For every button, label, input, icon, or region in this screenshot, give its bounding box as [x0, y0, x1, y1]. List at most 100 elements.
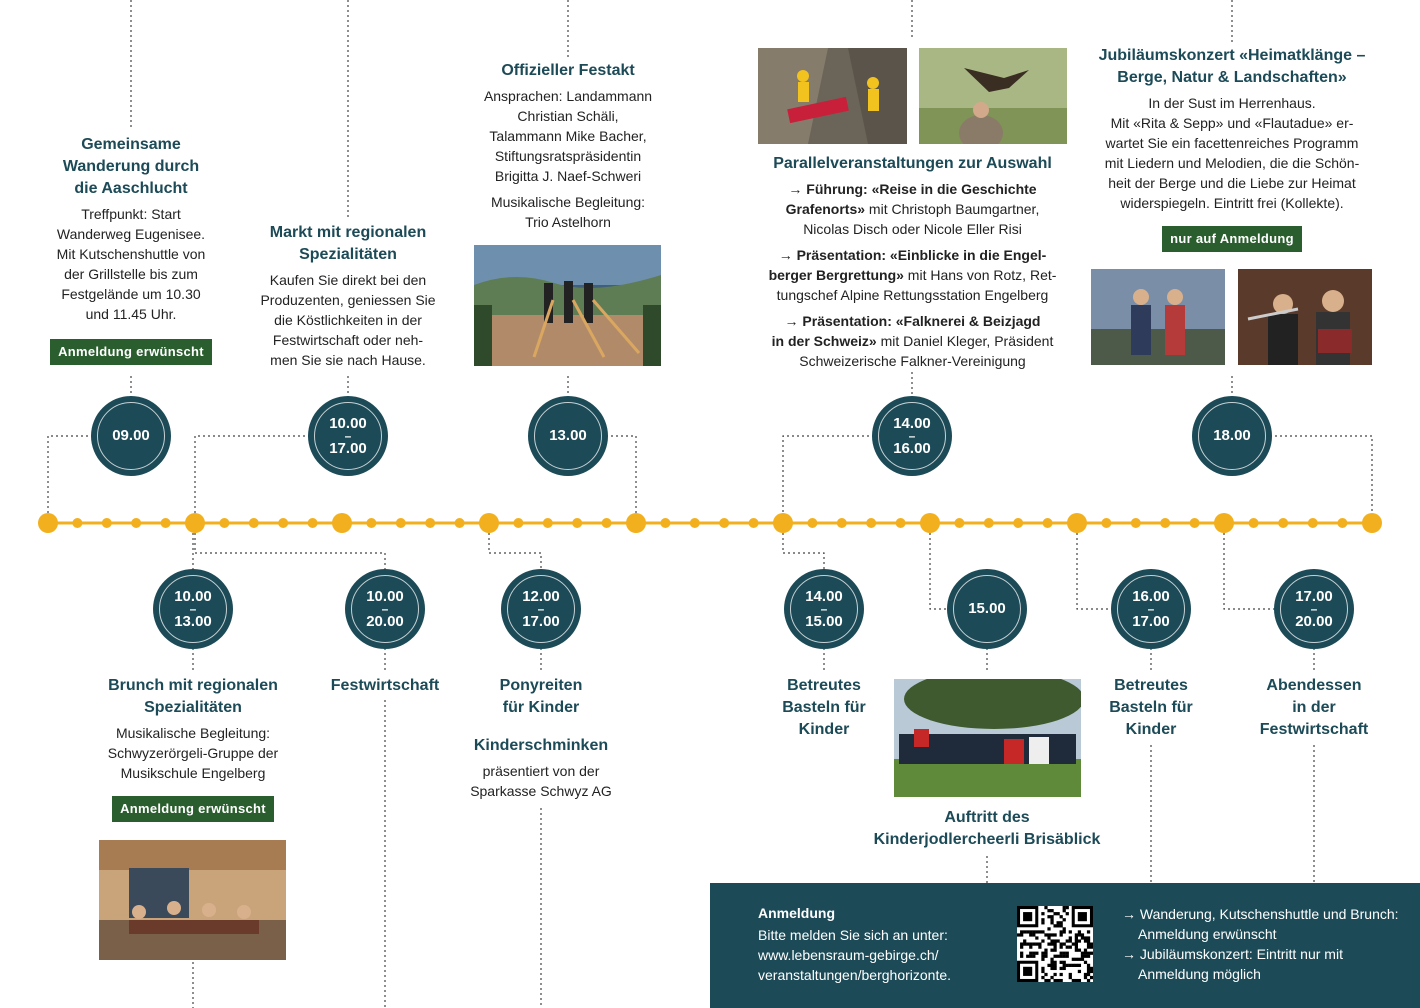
time-circle-0900: 09.00	[93, 398, 169, 474]
event-title: Parallelveranstaltungen zur Auswahl	[773, 155, 1052, 172]
timeline-minor-dot	[572, 518, 583, 528]
timeline-minor-dot	[1189, 518, 1200, 528]
event-description: Kaufen Sie direkt bei den Produzenten, g…	[260, 272, 436, 368]
registration-notes: → Wanderung, Kutschenshuttle und Brunch:…	[1122, 904, 1412, 984]
time-circle-1700-2000: 17.00 – 20.00	[1276, 571, 1352, 647]
event-description: Treffpunkt: Start Wanderweg Eugenisee. M…	[56, 206, 206, 322]
event-wanderung: Gemeinsame Wanderung durch die Aaschluch…	[31, 134, 231, 324]
activity-falknerei: → Präsentation: «Falknerei & Beizjagd in…	[771, 313, 1054, 369]
timeline-minor-dot	[248, 518, 259, 528]
timeline-major-dot	[185, 513, 205, 533]
schwyzeroergeli-photo	[99, 840, 286, 960]
qr-code-icon[interactable]	[1017, 906, 1094, 983]
time-circle-1500: 15.00	[949, 571, 1025, 647]
note-konzert: → Jubiläumskonzert: Eintritt nur mit Anm…	[1122, 946, 1343, 982]
timeline-minor-dot	[160, 518, 171, 528]
event-description: Ansprachen: Landammann Christian Schäli,…	[483, 88, 653, 184]
time-circle-1400-1500: 14.00 – 15.00	[786, 571, 862, 647]
rescue-photo	[758, 48, 907, 144]
event-title: Brunch mit regionalen Spezialitäten	[108, 677, 278, 716]
registration-badge: nur auf Anmeldung	[1162, 226, 1302, 252]
event-title: Ponyreiten für Kinder	[499, 677, 583, 716]
event-ponyreiten: Ponyreiten für Kinder Kinderschminken pr…	[441, 675, 641, 801]
timeline-minor-dot	[101, 518, 112, 528]
event-festakt: Offizieller Festakt Ansprachen: Landamma…	[458, 60, 678, 232]
timeline-major-dot	[479, 513, 499, 533]
time-circle-1300: 13.00	[530, 398, 606, 474]
timeline-minor-dot	[1013, 518, 1024, 528]
event-parallel: Parallelveranstaltungen zur Auswahl → Fü…	[740, 153, 1085, 377]
time-circle-1000-1700: 10.00 – 17.00	[310, 398, 386, 474]
timeline-minor-dot	[836, 518, 847, 528]
timeline-major-dot	[38, 513, 58, 533]
event-brunch: Brunch mit regionalen Spezialitäten Musi…	[83, 675, 303, 783]
timeline-minor-dot	[1042, 518, 1053, 528]
timeline-minor-dot	[425, 518, 436, 528]
time-circle-1800: 18.00	[1194, 398, 1270, 474]
time-circle-1200-1700: 12.00 – 17.00	[503, 571, 579, 647]
event-description: präsentiert von der Sparkasse Schwyz AG	[470, 763, 612, 799]
time-circle-1000-2000: 10.00 – 20.00	[347, 571, 423, 647]
timeline-minor-dot	[660, 518, 671, 528]
timeline-minor-dot	[601, 518, 612, 528]
rita-sepp-photo	[1091, 269, 1225, 365]
note-wanderung: → Wanderung, Kutschenshuttle und Brunch:…	[1122, 906, 1399, 942]
timeline-minor-dot	[807, 518, 818, 528]
event-description: In der Sust im Herrenhaus. Mit «Rita & S…	[1104, 95, 1360, 211]
timeline-minor-dot	[719, 518, 730, 528]
timeline-minor-dot	[1278, 518, 1289, 528]
timeline-minor-dot	[366, 518, 377, 528]
event-basteln-1: Betreutes Basteln für Kinder	[764, 675, 884, 741]
timeline-minor-dot	[454, 518, 465, 528]
event-title: Gemeinsame Wanderung durch die Aaschluch…	[62, 136, 200, 197]
flautadue-photo	[1238, 269, 1372, 365]
timeline-minor-dot	[983, 518, 994, 528]
event-title: Betreutes Basteln für Kinder	[1109, 677, 1193, 738]
timeline-minor-dot	[131, 518, 142, 528]
event-title: Offizieller Festakt	[501, 62, 635, 79]
registration-text: Bitte melden Sie sich an unter: www.lebe…	[758, 925, 1018, 985]
timeline-minor-dot	[72, 518, 83, 528]
registration-link-path[interactable]: veranstaltungen/berghorizonte.	[758, 967, 952, 983]
event-title: Auftritt des Kinderjodlercheerli Brisäbl…	[873, 809, 1101, 848]
timeline-minor-dot	[1337, 518, 1348, 528]
timeline-minor-dot	[1248, 518, 1259, 528]
time-circle-1400-1600: 14.00 – 16.00	[874, 398, 950, 474]
event-description: Musikalische Begleitung: Schwyzerörgeli-…	[107, 725, 279, 781]
registration-link[interactable]: www.lebensraum-gebirge.ch/	[758, 947, 939, 963]
timeline-major-dot	[1067, 513, 1087, 533]
timeline-minor-dot	[542, 518, 553, 528]
event-music: Musikalische Begleitung: Trio Astelhorn	[490, 194, 646, 230]
timeline-minor-dot	[278, 518, 289, 528]
event-basteln-2: Betreutes Basteln für Kinder	[1091, 675, 1211, 741]
time-circle-1000-1300: 10.00 – 13.00	[155, 571, 231, 647]
timeline-minor-dot	[1307, 518, 1318, 528]
timeline-minor-dot	[895, 518, 906, 528]
timeline-minor-dot	[689, 518, 700, 528]
registration-heading: Anmeldung	[758, 905, 835, 921]
event-abendessen: Abendessen in der Festwirtschaft	[1244, 675, 1384, 741]
timeline-major-dot	[920, 513, 940, 533]
timeline-minor-dot	[1101, 518, 1112, 528]
timeline-minor-dot	[1160, 518, 1171, 528]
jodler-choir-photo	[894, 679, 1081, 797]
event-title: Festwirtschaft	[330, 677, 440, 694]
timeline-minor-dot	[866, 518, 877, 528]
activity-bergrettung: → Präsentation: «Einblicke in die Engel-…	[768, 247, 1057, 303]
timeline-minor-dot	[219, 518, 230, 528]
event-konzert: Jubiläumskonzert «Heimatklänge – Berge, …	[1082, 45, 1382, 213]
timeline-major-dot	[626, 513, 646, 533]
falconer-photo	[919, 48, 1067, 144]
event-festwirtschaft: Festwirtschaft	[305, 675, 465, 697]
registration-info-box: Anmeldung Bitte melden Sie sich an unter…	[710, 883, 1420, 1008]
timeline-minor-dot	[954, 518, 965, 528]
timeline-minor-dot	[513, 518, 524, 528]
registration-badge: Anmeldung erwünscht	[112, 796, 274, 822]
activity-fuehrung: → Führung: «Reise in die Geschichte Graf…	[785, 181, 1040, 237]
alphorn-photo	[474, 245, 661, 366]
timeline-minor-dot	[307, 518, 318, 528]
registration-badge: Anmeldung erwünscht	[50, 339, 212, 365]
time-circle-1600-1700: 16.00 – 17.00	[1113, 571, 1189, 647]
